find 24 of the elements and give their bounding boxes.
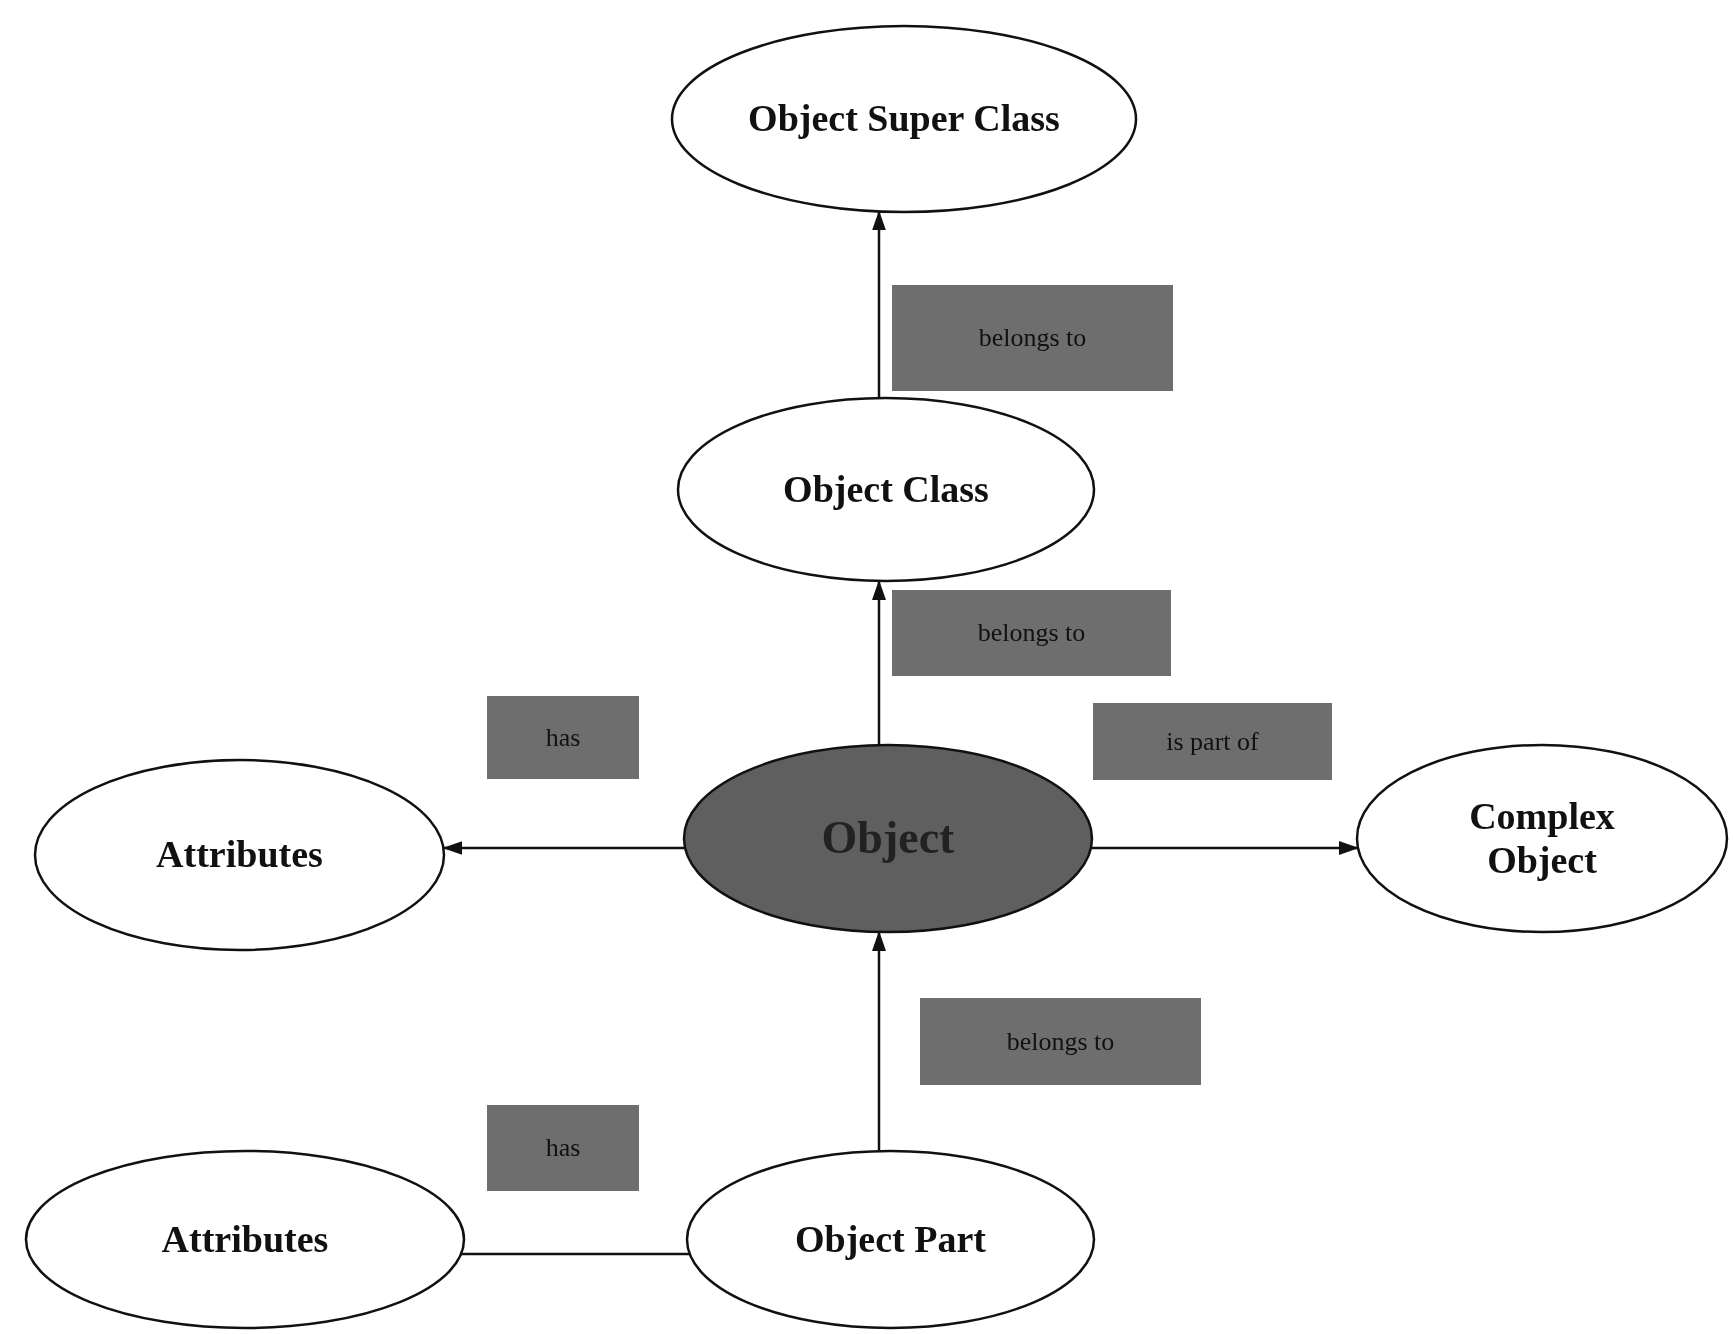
node-label: Object Class — [783, 467, 989, 512]
edge-label: belongs to — [977, 618, 1086, 648]
ellipse-node — [1355, 743, 1729, 934]
node-label: Object — [821, 812, 955, 865]
node-label: Object Part — [795, 1217, 986, 1262]
edge-label: belongs to — [978, 323, 1087, 353]
ellipse-node — [24, 1149, 466, 1330]
arrow — [872, 210, 886, 399]
node-label: Object Super Class — [748, 97, 1060, 141]
highlighted-ellipse-node — [682, 743, 1094, 934]
edge-label: has — [545, 722, 581, 753]
ellipse-node — [33, 758, 446, 952]
arrow — [442, 841, 686, 855]
arrow — [1090, 841, 1359, 855]
node-label: Attributes — [156, 833, 323, 877]
edge-label: has — [545, 1133, 581, 1163]
ellipse-node — [670, 24, 1138, 214]
edge-label: belongs to — [1006, 1026, 1115, 1057]
ellipse-node — [685, 1149, 1096, 1330]
connector-line — [461, 1252, 690, 1256]
edge-label: is part of — [1166, 726, 1259, 757]
node-label: Complex Object — [1468, 794, 1616, 883]
node-label: Attributes — [161, 1217, 329, 1262]
ellipse-node — [676, 396, 1096, 583]
